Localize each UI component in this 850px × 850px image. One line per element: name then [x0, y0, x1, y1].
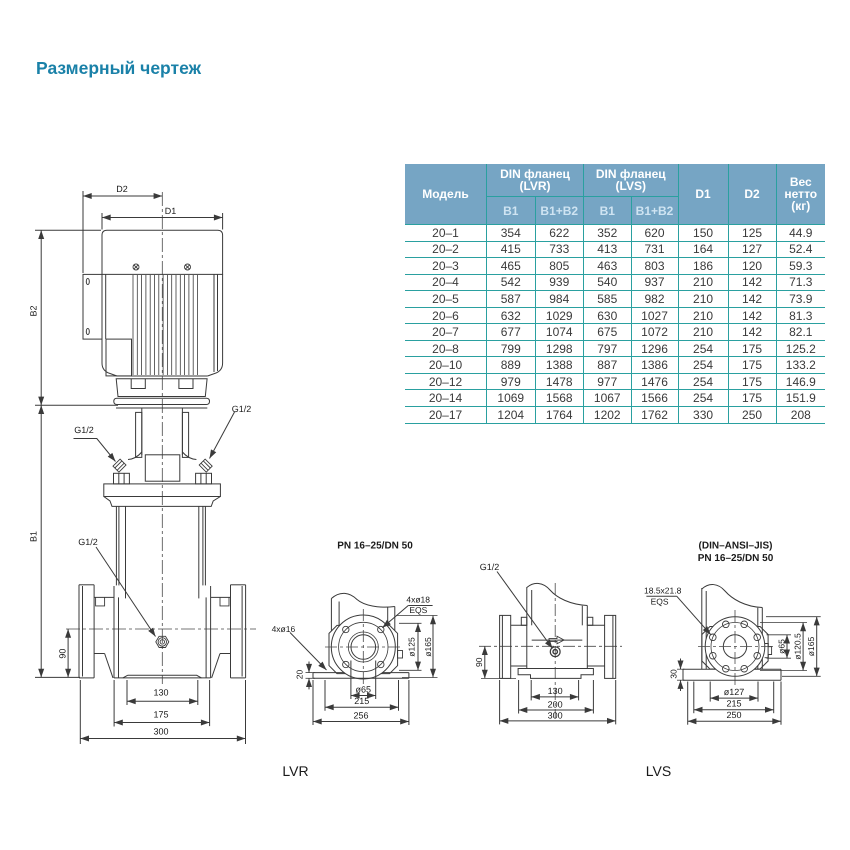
svg-text:LVR: LVR [282, 763, 308, 779]
svg-text:ø120.5: ø120.5 [792, 633, 802, 660]
svg-text:90: 90 [58, 649, 68, 659]
svg-text:D2: D2 [116, 184, 128, 194]
svg-text:(DIN–ANSI–JIS): (DIN–ANSI–JIS) [699, 541, 773, 552]
svg-text:ø65: ø65 [356, 685, 372, 695]
svg-text:G1/2: G1/2 [74, 425, 94, 435]
svg-text:4xø16: 4xø16 [272, 624, 296, 634]
svg-text:D1: D1 [165, 206, 177, 216]
svg-text:ø65: ø65 [776, 639, 786, 654]
svg-text:B1: B1 [29, 531, 39, 542]
svg-text:ø165: ø165 [423, 637, 433, 657]
svg-text:4xø18: 4xø18 [406, 595, 430, 605]
svg-text:18.5x21.8: 18.5x21.8 [644, 586, 682, 596]
svg-text:256: 256 [353, 710, 368, 720]
svg-text:EQS: EQS [651, 597, 669, 607]
svg-text:250: 250 [726, 710, 741, 720]
svg-text:ø127: ø127 [724, 687, 745, 697]
svg-text:300: 300 [548, 710, 563, 720]
svg-text:G1/2: G1/2 [480, 562, 500, 572]
svg-text:300: 300 [153, 727, 168, 737]
svg-text:90: 90 [474, 657, 484, 667]
svg-text:175: 175 [153, 710, 168, 720]
svg-text:PN 16–25/DN 50: PN 16–25/DN 50 [337, 541, 413, 552]
svg-text:EQS: EQS [409, 605, 427, 615]
svg-text:ø125: ø125 [407, 637, 417, 657]
svg-text:LVS: LVS [646, 763, 671, 779]
svg-text:G1/2: G1/2 [232, 404, 252, 414]
svg-text:200: 200 [548, 700, 563, 710]
svg-text:G1/2: G1/2 [78, 537, 98, 547]
svg-text:130: 130 [548, 686, 563, 696]
svg-text:130: 130 [153, 688, 168, 698]
svg-text:20: 20 [295, 670, 305, 680]
svg-text:ø165: ø165 [806, 637, 816, 657]
svg-text:PN 16–25/DN 50: PN 16–25/DN 50 [698, 553, 774, 564]
svg-text:30: 30 [669, 669, 679, 679]
svg-text:215: 215 [354, 696, 369, 706]
svg-text:215: 215 [726, 698, 741, 708]
svg-text:B2: B2 [29, 305, 39, 316]
